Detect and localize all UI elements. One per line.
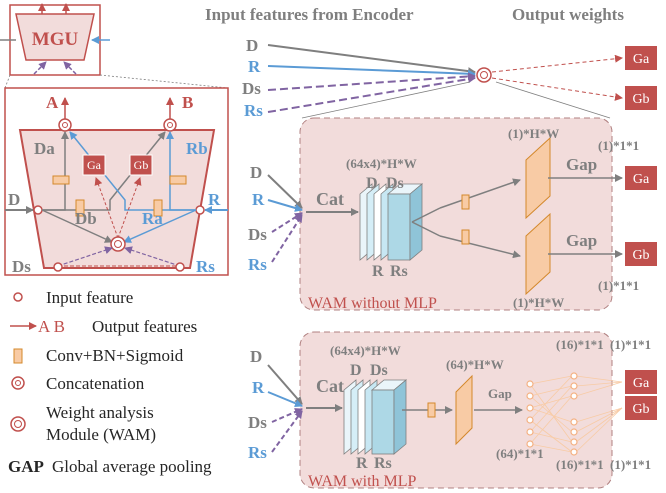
top-section: Input features from Encoder Output weigh… xyxy=(205,5,657,120)
wam2-cube-d: D xyxy=(350,362,362,379)
wam1-cube-r: R xyxy=(372,263,384,280)
wam2-cube-rs: Rs xyxy=(374,455,392,472)
concat-b-icon xyxy=(163,118,177,132)
mgu-out-a: A xyxy=(46,93,59,112)
input-title: Input features from Encoder xyxy=(205,5,414,24)
mgu-detail: A B D R Ga Gb xyxy=(4,87,229,276)
wam1-out-dim-bottom: (1)*1*1 xyxy=(598,278,639,293)
wam1-gap-top: Gap xyxy=(566,155,597,174)
wam2-out-dim-bottom: (1)*1*1 xyxy=(610,457,651,472)
wam1-cube-d: D xyxy=(366,175,378,192)
concat-a-icon xyxy=(58,118,72,132)
wam2-in-d: D xyxy=(250,347,262,366)
wam-without-mlp: D R Ds Rs Cat (64x4)*H*W D Ds R Rs (1)*H… xyxy=(248,117,657,312)
legend-wam-1: Weight analysis xyxy=(46,403,154,422)
top-out-gb: Gb xyxy=(632,92,649,107)
top-in-rs: Rs xyxy=(244,101,263,120)
conv-icon xyxy=(13,348,23,364)
mgu-mini-title: MGU xyxy=(32,29,79,50)
wam2-fc-bottom-dim: (16)*1*1 xyxy=(556,457,604,472)
wam1-cube-rs: Rs xyxy=(390,263,408,280)
mgu-ra: Ra xyxy=(142,209,163,228)
wam2-cat: Cat xyxy=(316,376,344,396)
legend-wam-2: Module (WAM) xyxy=(46,425,156,444)
wam2-gap: Gap xyxy=(488,386,512,401)
mlp-network xyxy=(526,372,623,456)
mgu-in-d: D xyxy=(8,190,20,209)
wam2-fc-top-dim: (16)*1*1 xyxy=(556,337,604,352)
wam2-in-ds: Ds xyxy=(248,413,267,432)
wam1-plane-dim-top: (1)*H*W xyxy=(508,126,559,141)
wam2-cube-dim: (64x4)*H*W xyxy=(330,343,401,358)
wam2-fc-in-dim: (64)*1*1 xyxy=(496,446,544,461)
wam1-cat: Cat xyxy=(316,189,344,209)
input-feature-icon xyxy=(13,292,23,302)
wam1-caption: WAM without MLP xyxy=(308,295,437,312)
output-title: Output weights xyxy=(512,5,624,24)
wam2-out-ga: Ga xyxy=(633,376,650,391)
wam1-out-gb: Gb xyxy=(632,248,649,263)
wam1-in-ds: Ds xyxy=(248,225,267,244)
mgu-rb: Rb xyxy=(186,139,208,158)
wam-legend-icon xyxy=(10,416,26,432)
wam1-in-rs: Rs xyxy=(248,255,267,274)
wam1-out-ga: Ga xyxy=(633,172,650,187)
wam2-in-r: R xyxy=(252,378,265,397)
wam2-out-gb: Gb xyxy=(632,402,649,417)
wam2-cube-r: R xyxy=(356,455,368,472)
wam2-plane xyxy=(455,374,473,446)
mgu-in-ds: Ds xyxy=(12,257,31,276)
mgu-ga: Ga xyxy=(87,158,102,172)
top-in-ds: Ds xyxy=(242,79,261,98)
mgu-da: Da xyxy=(34,139,55,158)
wam1-gap-bottom: Gap xyxy=(566,231,597,250)
wam2-conv-dim: (64)*H*W xyxy=(446,357,504,372)
legend-concat: Concatenation xyxy=(46,374,145,393)
legend: Input feature A B Output features Conv+B… xyxy=(8,288,212,476)
wam1-cube-dim: (64x4)*H*W xyxy=(346,156,417,171)
wam1-plane-bottom xyxy=(525,212,551,296)
mgu-gb: Gb xyxy=(134,158,149,172)
top-out-ga: Ga xyxy=(633,52,650,67)
mgu-in-r: R xyxy=(208,190,221,209)
top-in-d: D xyxy=(246,36,258,55)
legend-gap-text: Global average pooling xyxy=(52,457,212,476)
wam-icon xyxy=(110,236,126,252)
mgu-db: Db xyxy=(75,209,97,228)
wam2-in-rs: Rs xyxy=(248,443,267,462)
wam-with-mlp: D R Ds Rs Cat (64x4)*H*W D Ds R Rs (64)*… xyxy=(248,331,657,490)
legend-output-ab: A B xyxy=(38,317,65,336)
wam2-caption: WAM with MLP xyxy=(308,473,417,490)
wam2-out-dim-top: (1)*1*1 xyxy=(610,337,651,352)
legend-input-feature: Input feature xyxy=(46,288,133,307)
wam1-plane-top xyxy=(525,136,551,220)
mgu-out-b: B xyxy=(182,93,193,112)
mgu-in-rs: Rs xyxy=(196,257,215,276)
wam1-in-d: D xyxy=(250,163,262,182)
wam1-plane-dim-bottom: (1)*H*W xyxy=(513,295,564,310)
wam1-in-r: R xyxy=(252,190,265,209)
wam2-cube-ds: Ds xyxy=(370,362,388,379)
mgu-mini: MGU xyxy=(0,3,110,76)
legend-gap-abbr: GAP xyxy=(8,457,44,476)
top-in-r: R xyxy=(248,57,261,76)
wam1-cube-ds: Ds xyxy=(386,175,404,192)
concatenation-icon xyxy=(11,376,25,390)
legend-conv: Conv+BN+Sigmoid xyxy=(46,346,184,365)
legend-output-features: Output features xyxy=(92,317,197,336)
top-wam-icon xyxy=(476,67,492,83)
wam1-out-dim-top: (1)*1*1 xyxy=(598,138,639,153)
